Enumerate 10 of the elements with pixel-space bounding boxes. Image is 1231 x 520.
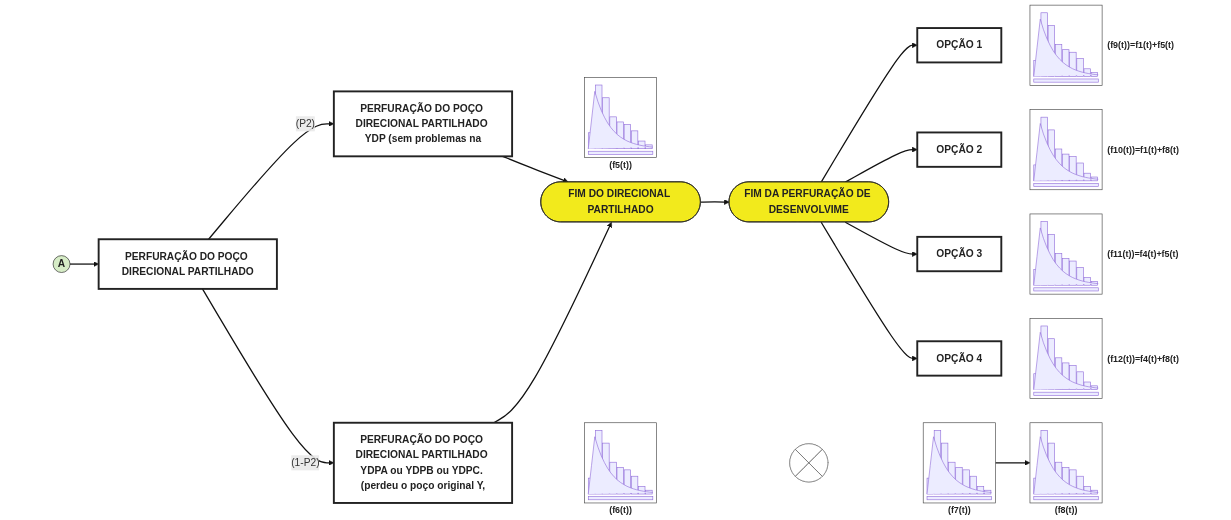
function-label: (f5(t)) <box>608 159 632 170</box>
function-label: (f12(t))=f4(t)+f8(t) <box>1106 353 1179 364</box>
edge-label: (1-P2) <box>290 457 320 468</box>
function-label: (f6(t)) <box>608 505 632 516</box>
function-label: (f7(t)) <box>947 505 971 516</box>
function-label: (f9(t))=f1(t)+f5(t) <box>1106 40 1174 51</box>
function-label: (f8(t)) <box>1054 505 1077 516</box>
edge-label: (P2) <box>295 118 315 129</box>
function-label: (f11(t))=f4(t)+f5(t) <box>1106 249 1178 260</box>
function-label: (f10(t))=f1(t)+f8(t) <box>1106 144 1179 155</box>
